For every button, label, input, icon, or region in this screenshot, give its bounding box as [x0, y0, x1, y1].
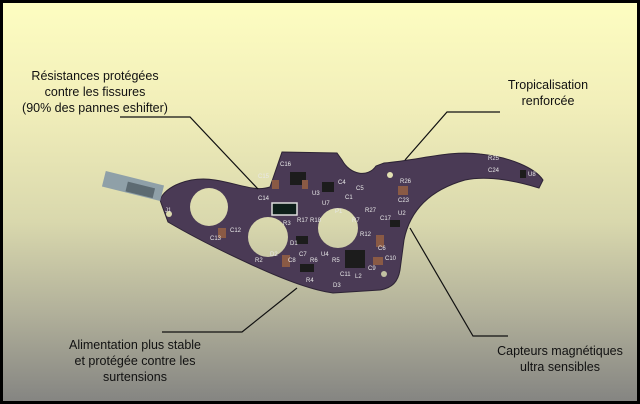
callout-bottom-right: Capteurs magnétiques ultra sensibles — [485, 343, 635, 375]
callout-text: Résistances protégées — [31, 69, 159, 83]
callout-bottom-left: Alimentation plus stable et protégée con… — [50, 337, 220, 385]
callout-text: (90% des pannes eshifter) — [22, 101, 168, 115]
callout-line-bottom-left — [162, 287, 298, 333]
silkscreen-ref: D3 — [333, 283, 341, 289]
silkscreen-ref: U8 — [528, 172, 536, 178]
silkscreen-ref: D2 — [270, 252, 278, 258]
silkscreen-ref: C23 — [398, 198, 410, 204]
silkscreen-ref: R3 — [283, 221, 291, 227]
silkscreen-ref: C14 — [258, 196, 270, 202]
silkscreen-ref: R26 — [400, 179, 412, 185]
callout-lines — [120, 111, 508, 337]
callout-top-right: Tropicalisation renforcée — [493, 77, 603, 109]
callout-line-top-left — [120, 116, 259, 190]
silkscreen-ref: R4 — [306, 278, 314, 284]
callout-line-top-right — [404, 111, 500, 161]
silkscreen-ref: R17 — [297, 218, 309, 224]
silkscreen-ref: R2 — [255, 258, 263, 264]
silkscreen-ref: R12 — [360, 232, 372, 238]
silkscreen-ref: J1 — [165, 208, 172, 214]
silkscreen-ref: C5 — [356, 186, 364, 192]
callout-text: Tropicalisation — [507, 78, 589, 92]
silkscreen-ref: U3 — [312, 191, 320, 197]
silkscreen-ref: C15 — [258, 174, 270, 180]
silkscreen-ref: C17 — [380, 216, 392, 222]
callout-text: ultra sensibles — [520, 360, 600, 374]
silkscreen-ref: C24 — [488, 168, 500, 174]
silkscreen-ref: C10 — [385, 256, 397, 262]
silkscreen-ref: R27 — [365, 208, 377, 214]
silkscreen-ref: C12 — [230, 228, 242, 234]
silkscreen-ref: R7 — [352, 218, 360, 224]
silkscreen-ref: P1 — [335, 209, 343, 215]
silkscreen-ref: C13 — [210, 236, 222, 242]
callout-text: et protégée contre les — [74, 354, 196, 368]
silkscreen-ref: U2 — [398, 211, 406, 217]
callout-line-bottom-right — [409, 227, 508, 337]
silkscreen-ref: R6 — [310, 258, 318, 264]
connector-j1 — [101, 170, 165, 202]
silkscreen-ref: C16 — [280, 162, 292, 168]
silkscreen-ref: C7 — [299, 252, 307, 258]
silkscreen-ref: U7 — [322, 201, 330, 207]
silkscreen-ref: C1 — [345, 195, 353, 201]
silkscreen-ref: C8 — [288, 258, 296, 264]
components — [218, 170, 526, 272]
callout-text: Alimentation plus stable — [68, 338, 202, 352]
silkscreen-ref: U4 — [321, 252, 329, 258]
silkscreen-ref: C4 — [338, 180, 346, 186]
callout-text: contre les fissures — [44, 85, 146, 99]
silkscreen-ref: C6 — [378, 246, 386, 252]
callout-text: Capteurs magnétiques — [497, 344, 623, 358]
callout-top-left: Résistances protégées contre les fissure… — [5, 68, 185, 116]
silkscreen-ref: R18 — [310, 218, 322, 224]
pcb-board — [159, 151, 544, 294]
silkscreen-ref: L2 — [355, 274, 362, 280]
callout-text: surtensions — [103, 370, 167, 384]
callout-text: renforcée — [521, 94, 575, 108]
silkscreen-ref: R5 — [332, 258, 340, 264]
silkscreen-ref: R25 — [488, 156, 500, 162]
silkscreen-ref: C11 — [340, 272, 351, 278]
silkscreen-ref: C9 — [368, 266, 376, 272]
silkscreen-ref: D1 — [290, 241, 298, 247]
